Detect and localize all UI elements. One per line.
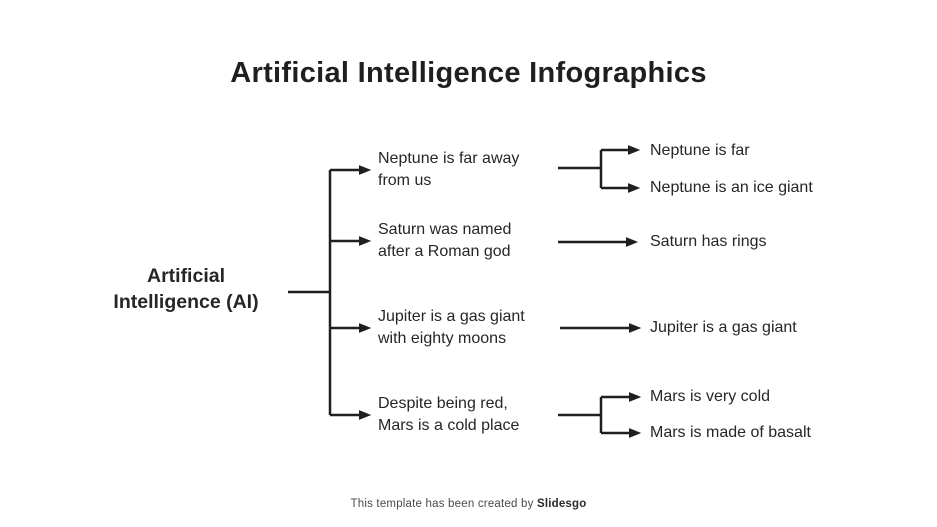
footer-text: This template has been created by xyxy=(350,498,534,510)
footer-credit: This template has been created by Slides… xyxy=(0,498,937,510)
branch-label-line: Neptune is far away xyxy=(378,150,520,167)
root-node: Artificial Intelligence (AI) xyxy=(81,263,291,315)
branch-label-line: after a Roman god xyxy=(378,243,511,260)
branch-label-neptune: Neptune is far away from us xyxy=(378,148,563,192)
page-title: Artificial Intelligence Infographics xyxy=(230,57,707,89)
branch-label-line: with eighty moons xyxy=(378,330,507,347)
branch-label-line: Jupiter is a gas giant xyxy=(378,308,525,325)
leaf-label: Mars is made of basalt xyxy=(650,424,811,441)
branch-label-saturn: Saturn was named after a Roman god xyxy=(378,219,563,263)
leaf-label: Mars is very cold xyxy=(650,388,771,405)
branch-label-line: Saturn was named xyxy=(378,221,512,238)
branch-label-line: Despite being red, xyxy=(378,395,508,412)
leaf-label: Neptune is an ice giant xyxy=(650,179,813,196)
leaf-label: Neptune is far xyxy=(650,142,750,159)
footer-brand: Slidesgo xyxy=(536,498,587,510)
root-label-line: Artificial xyxy=(146,265,226,287)
leaf-label: Jupiter is a gas giant xyxy=(650,319,797,336)
root-label-line: Intelligence (AI) xyxy=(113,291,259,313)
leaf-label: Saturn has rings xyxy=(650,233,767,250)
branch-label-mars: Despite being red, Mars is a cold place xyxy=(378,393,563,437)
branch-label-line: Mars is a cold place xyxy=(378,417,520,434)
branch-label-jupiter: Jupiter is a gas giant with eighty moons xyxy=(378,306,563,350)
branch-label-line: from us xyxy=(378,172,432,189)
